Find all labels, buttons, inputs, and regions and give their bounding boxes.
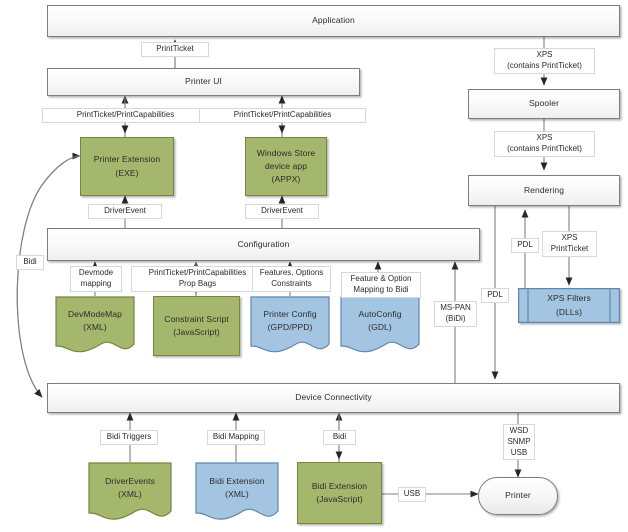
edge-label-driverevent-right: DriverEvent <box>245 204 319 219</box>
node-driverevents-label: DriverEvents (XML) <box>105 475 155 499</box>
node-constraint-script[interactable]: Constraint Script (JavaScript) <box>153 296 240 356</box>
edge-label-ms-pan-bidi: MS-PAN (BiDi) <box>434 301 477 327</box>
node-printer-label: Printer <box>505 490 531 501</box>
edge-label-feature-option-mapping: Feature & Option Mapping to Bidi <box>341 272 421 298</box>
edge-label-usb: USB <box>398 487 426 502</box>
edge-label-printticket-printcapabilities-left: PrintTicket/PrintCapabilities <box>42 108 209 123</box>
node-driverevents[interactable]: DriverEvents (XML) <box>88 462 172 524</box>
node-bidi-extension-javascript-label: Bidi Extension (JavaScript) <box>311 480 368 504</box>
document-shape <box>250 296 330 353</box>
node-windows-store-device-app-label: Windows Store device app (APPX) <box>256 147 316 185</box>
node-application[interactable]: Application <box>47 5 620 37</box>
edge-label-printticket-prop-bags: PrintTicket/PrintCapabilities Prop Bags <box>131 266 264 292</box>
node-device-connectivity[interactable]: Device Connectivity <box>47 383 620 413</box>
edge-label-printticket-printcapabilities-right: PrintTicket/PrintCapabilities <box>199 108 366 123</box>
edge-label-pdl-left: PDL <box>481 288 509 303</box>
node-printer-config[interactable]: Printer Config (GPD/PPD) <box>250 296 330 356</box>
node-rendering-label: Rendering <box>523 184 565 195</box>
node-printer-extension[interactable]: Printer Extension (EXE) <box>80 137 174 196</box>
node-spooler[interactable]: Spooler <box>468 89 620 119</box>
node-xps-filters[interactable]: XPS Filters (DLLs) <box>518 288 620 323</box>
edge-label-wsd-snmp-usb: WSD SNMP USB <box>503 424 535 461</box>
node-printer[interactable]: Printer <box>478 477 558 515</box>
node-printer-config-label: Printer Config (GPD/PPD) <box>263 308 317 332</box>
edge-label-xps-contains-printticket-top: XPS (contains PrintTicket) <box>494 48 595 74</box>
document-shape <box>340 296 420 353</box>
edge-label-printticket: PrintTicket <box>141 42 209 57</box>
node-configuration-label: Configuration <box>237 238 290 249</box>
edge-label-bidi: Bidi <box>323 430 356 445</box>
node-configuration[interactable]: Configuration <box>47 228 480 261</box>
node-bidi-extension-xml-label: Bidi Extension (XML) <box>209 475 265 499</box>
node-bidi-extension-javascript[interactable]: Bidi Extension (JavaScript) <box>297 462 382 524</box>
node-autoconfig-label: AutoConfig (GDL) <box>358 308 402 332</box>
node-spooler-label: Spooler <box>529 98 559 109</box>
node-bidi-extension-xml[interactable]: Bidi Extension (XML) <box>195 462 279 524</box>
node-xps-filters-label: XPS Filters (DLLs) <box>547 293 591 317</box>
document-shape <box>195 462 279 520</box>
node-windows-store-device-app[interactable]: Windows Store device app (APPX) <box>245 137 327 196</box>
edge-label-bidi-curve: Bidi <box>16 255 44 270</box>
edge-label-pdl-right: PDL <box>511 238 539 253</box>
node-devmodemap-label: DevModeMap (XML) <box>68 308 122 332</box>
edge-label-features-options-constraints: Features, Options Constraints <box>252 266 331 292</box>
node-autoconfig[interactable]: AutoConfig (GDL) <box>340 296 420 356</box>
edge-label-driverevent-left: DriverEvent <box>88 204 162 219</box>
edge-label-xps-contains-printticket-bottom: XPS (contains PrintTicket) <box>494 131 595 157</box>
node-application-label: Application <box>312 15 355 26</box>
process-shape <box>518 288 620 323</box>
edge-label-bidi-mapping: Bidi Mapping <box>207 430 265 445</box>
node-devmodemap[interactable]: DevModeMap (XML) <box>55 296 135 356</box>
edge-label-devmode-mapping: Devmode mapping <box>70 266 122 292</box>
node-device-connectivity-label: Device Connectivity <box>295 392 372 403</box>
node-rendering[interactable]: Rendering <box>468 175 620 206</box>
node-printer-ui[interactable]: Printer UI <box>47 68 360 96</box>
node-printer-extension-label: Printer Extension (EXE) <box>93 154 161 178</box>
edge-label-bidi-triggers: Bidi Triggers <box>100 430 158 445</box>
node-printer-ui-label: Printer UI <box>185 76 222 87</box>
node-constraint-script-label: Constraint Script (JavaScript) <box>164 313 229 337</box>
document-shape <box>88 462 172 520</box>
edge-label-xps-printticket: XPS PrintTicket <box>542 231 597 257</box>
